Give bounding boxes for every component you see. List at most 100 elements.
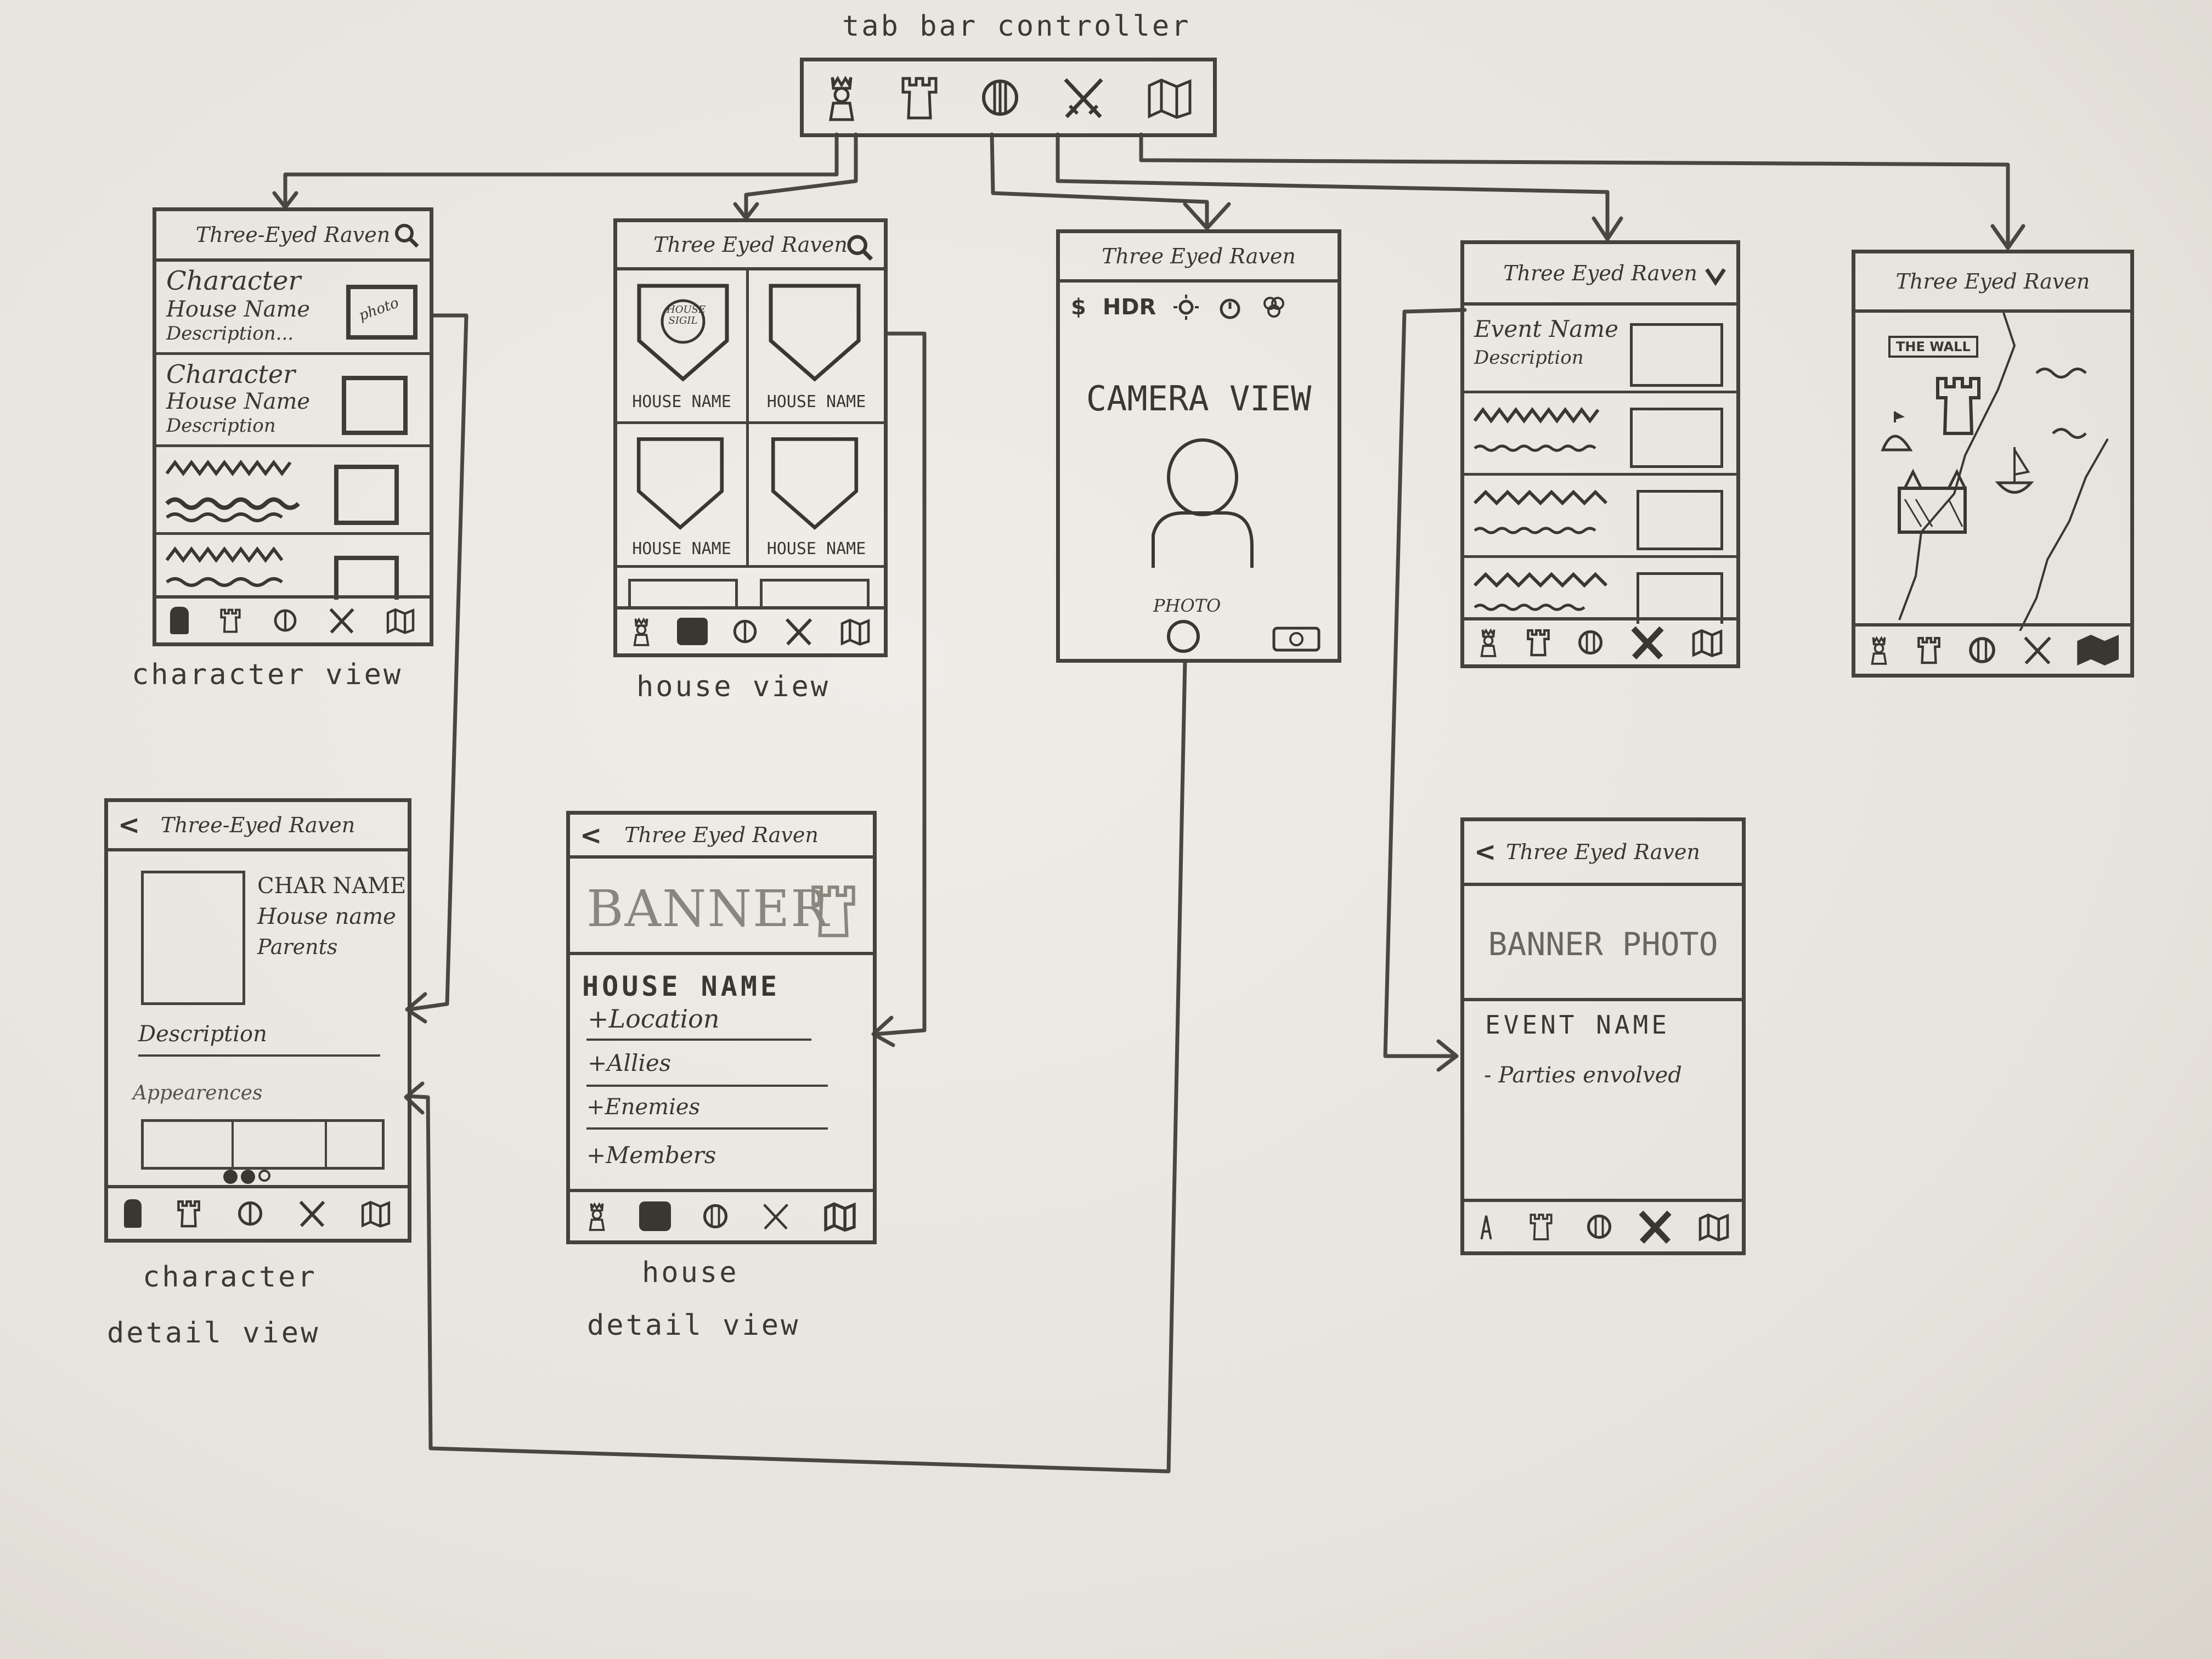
castle-icon[interactable] — [676, 618, 708, 645]
hill-flag-icon — [1881, 411, 1913, 452]
character-photo — [334, 465, 399, 525]
map-icon[interactable] — [1145, 76, 1194, 120]
shutter-button[interactable] — [1167, 620, 1200, 653]
tab-bar — [570, 1189, 873, 1240]
castle-icon[interactable] — [898, 73, 941, 122]
crossed-swords-icon[interactable] — [2021, 633, 2055, 667]
brightness-icon[interactable] — [1172, 294, 1200, 321]
search-icon[interactable] — [392, 221, 421, 250]
house-cell[interactable]: HOUSE SIGIL HOUSE NAME — [617, 270, 749, 424]
house-name: HOUSE NAME — [632, 392, 731, 411]
chevron-down-icon[interactable] — [1703, 265, 1728, 287]
back-chevron-icon[interactable]: < — [580, 820, 602, 851]
shield-icon[interactable] — [701, 1202, 730, 1231]
back-chevron-icon[interactable]: < — [118, 810, 140, 840]
shield-icon[interactable] — [1585, 1212, 1613, 1241]
castle-icon[interactable] — [1914, 635, 1944, 665]
ship-icon — [1995, 447, 2034, 494]
house-cell[interactable]: HOUSE NAME — [749, 270, 884, 424]
house-cell[interactable]: HOUSE NAME — [749, 424, 884, 568]
character-icon[interactable] — [1476, 627, 1500, 658]
house-cell[interactable]: HOUSE NAME — [617, 424, 749, 568]
map-icon[interactable] — [1697, 1212, 1731, 1242]
app-title: Three-Eyed Raven — [195, 223, 391, 247]
map-icon[interactable] — [1690, 628, 1724, 657]
house-view-label: house view — [636, 670, 831, 703]
banner-area: BANNER — [570, 859, 873, 955]
event-row[interactable] — [1464, 393, 1736, 476]
character-row[interactable] — [156, 447, 430, 535]
character-icon[interactable] — [585, 1201, 609, 1232]
app-title: Three Eyed Raven — [1506, 840, 1700, 864]
shield-icon[interactable] — [978, 76, 1022, 120]
character-name: Character — [166, 266, 301, 296]
nav-bar: < Three-Eyed Raven — [108, 802, 408, 851]
nav-bar: Three Eyed Raven — [617, 222, 884, 270]
crossed-swords-icon[interactable] — [326, 605, 357, 636]
castle-icon[interactable] — [1520, 1211, 1562, 1242]
switch-camera-icon[interactable] — [1272, 624, 1321, 652]
character-icon[interactable] — [1867, 635, 1891, 665]
connector-camera-to-character-detail — [405, 659, 1187, 1474]
timer-icon[interactable] — [1216, 294, 1244, 321]
map-icon[interactable] — [360, 1199, 392, 1228]
house-cell[interactable] — [760, 579, 870, 606]
flash-button[interactable]: $ — [1071, 295, 1086, 320]
allies-item[interactable]: +Allies — [588, 1049, 672, 1076]
map-icon[interactable] — [839, 617, 872, 646]
location-item[interactable]: +Location — [588, 1004, 720, 1034]
house-cell[interactable] — [628, 579, 738, 606]
map-icon[interactable] — [822, 1201, 858, 1232]
event-row[interactable] — [1464, 558, 1736, 624]
shield-icon[interactable] — [236, 1199, 264, 1228]
back-chevron-icon[interactable]: < — [1474, 837, 1497, 867]
house-sigil-shield — [769, 284, 861, 382]
map-icon[interactable] — [2077, 635, 2119, 665]
castle-icon — [1936, 377, 1980, 435]
castle-icon[interactable] — [173, 1198, 204, 1229]
shield-icon[interactable] — [272, 607, 298, 634]
map-icon[interactable] — [385, 607, 416, 634]
members-item[interactable]: +Members — [586, 1142, 716, 1169]
parties-involved-item[interactable]: - Parties envolved — [1484, 1063, 1682, 1088]
shield-icon[interactable] — [1576, 628, 1605, 657]
character-photo — [342, 376, 408, 435]
crossed-swords-icon[interactable] — [296, 1198, 328, 1229]
castle-icon[interactable] — [639, 1201, 672, 1231]
camera-controls: $ HDR — [1071, 294, 1327, 321]
crossed-swords-icon[interactable] — [1059, 73, 1108, 122]
castle-icon[interactable] — [1524, 627, 1553, 658]
character-icon[interactable] — [1475, 1212, 1497, 1242]
crossed-swords-icon[interactable] — [1636, 1207, 1674, 1246]
crossed-swords-icon[interactable] — [760, 1200, 792, 1232]
page-dots[interactable] — [223, 1170, 270, 1184]
castle-icon[interactable] — [217, 607, 244, 634]
character-icon[interactable] — [170, 607, 189, 634]
event-photo — [1630, 323, 1723, 387]
character-icon[interactable] — [124, 1199, 142, 1228]
event-row[interactable] — [1464, 476, 1736, 558]
shield-icon[interactable] — [731, 618, 759, 645]
photo-label: PHOTO — [1153, 595, 1221, 616]
enemies-item[interactable]: +Enemies — [586, 1094, 701, 1120]
connector-tab-to-character — [283, 132, 839, 206]
tab-bar — [1855, 623, 2130, 674]
crossed-swords-icon[interactable] — [1628, 623, 1667, 662]
search-icon[interactable] — [844, 232, 875, 263]
character-row[interactable]: Character House Name Description... phot… — [156, 262, 430, 355]
filters-icon[interactable] — [1260, 294, 1288, 321]
hdr-button[interactable]: HDR — [1102, 295, 1156, 320]
character-icon[interactable] — [822, 73, 861, 122]
shield-icon[interactable] — [1967, 635, 1997, 665]
nav-bar: < Three Eyed Raven — [1464, 821, 1742, 886]
appearances-carousel[interactable] — [141, 1119, 385, 1170]
character-icon[interactable] — [629, 616, 653, 647]
crossed-swords-icon[interactable] — [782, 615, 815, 648]
house-detail-label-line1: house — [642, 1256, 739, 1289]
character-row[interactable] — [156, 535, 430, 603]
character-row[interactable]: Character House Name Description — [156, 355, 430, 447]
event-row[interactable]: Event Name Description — [1464, 306, 1736, 393]
app-title: Three Eyed Raven — [1895, 269, 2090, 294]
character-view-label: character view — [132, 658, 403, 691]
tab-bar — [617, 606, 884, 653]
